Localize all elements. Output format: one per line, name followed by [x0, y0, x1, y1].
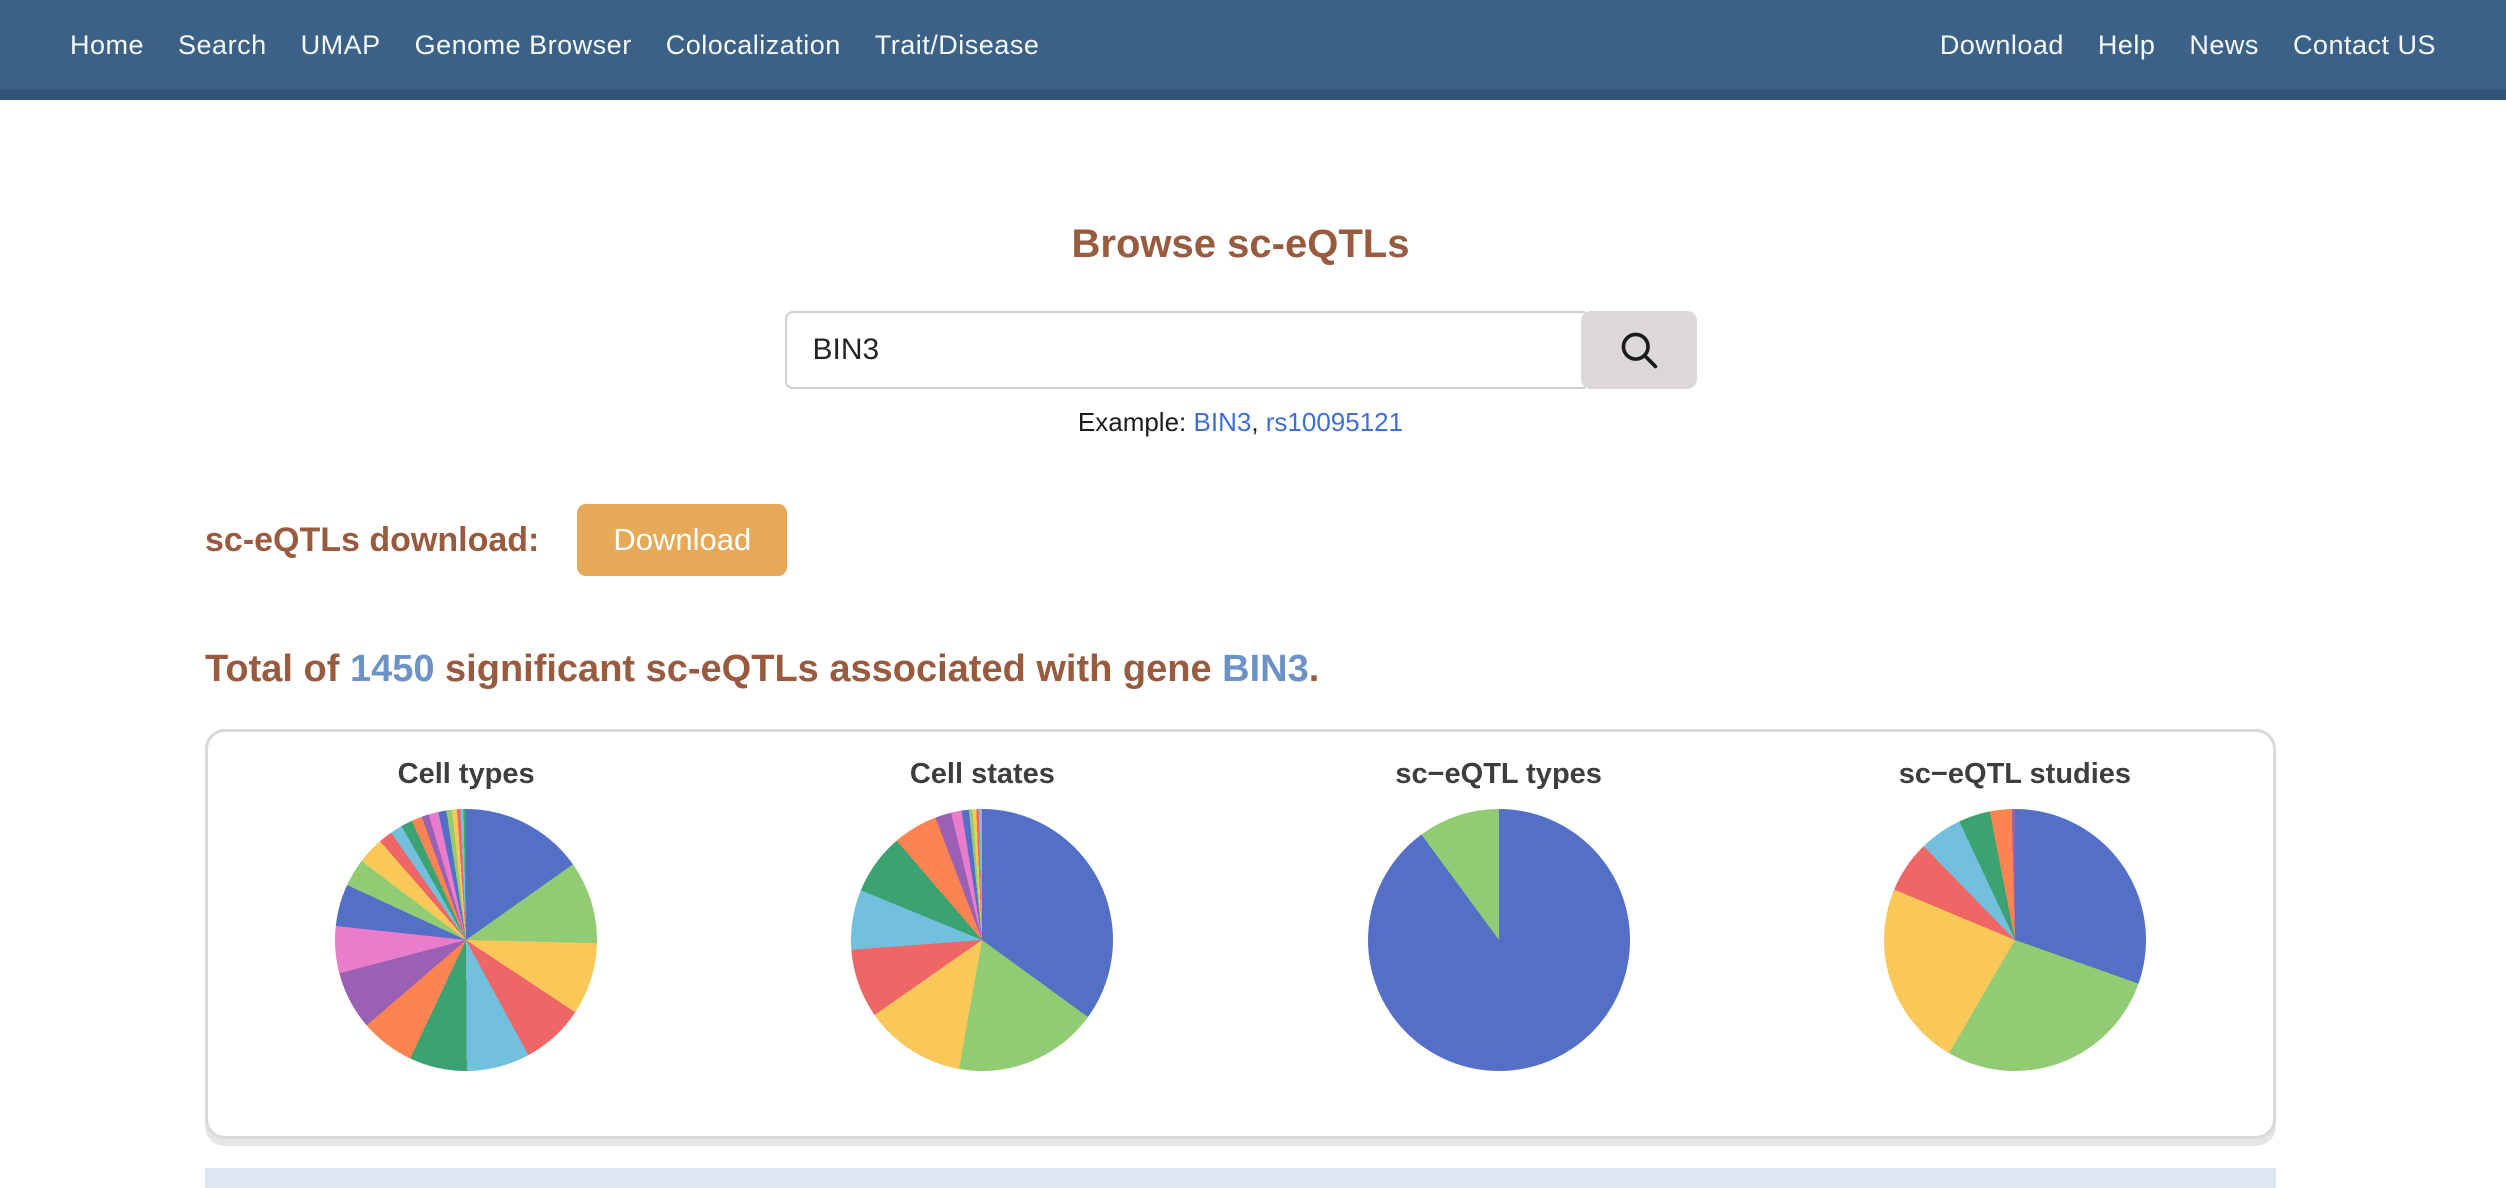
pie-chart	[851, 809, 1114, 1071]
navbar-right-links: Download Help News Contact US	[1940, 30, 2436, 61]
nav-item-news[interactable]: News	[2189, 29, 2259, 60]
navbar-left-links: Home Search UMAP Genome Browser Colocalizati…	[70, 30, 1039, 61]
pie-chart	[1883, 809, 2146, 1071]
summary-count: 1450	[349, 648, 435, 690]
nav-item-colocalization[interactable]: Colocalization	[665, 29, 841, 60]
pie-charts-panel: Cell types Cell states sc−eQTL types sc−eQT…	[205, 729, 2276, 1139]
top-navbar: Home Search UMAP Genome Browser Colocalizati…	[0, 0, 2506, 100]
search-bar	[205, 311, 2276, 389]
example-prefix: Example:	[1077, 407, 1194, 437]
pie-chart-title: sc−eQTL types	[1395, 758, 1602, 790]
summary-prefix: Total of	[205, 648, 350, 690]
summary-gene: BIN3	[1222, 648, 1309, 690]
nav-item-umap[interactable]: UMAP	[300, 29, 381, 60]
nav-item-contact-us[interactable]: Contact US	[2292, 29, 2436, 60]
pie-chart-title: Cell states	[909, 758, 1055, 790]
nav-item-genome-browser[interactable]: Genome Browser	[414, 29, 632, 60]
search-button[interactable]	[1580, 311, 1697, 389]
download-button[interactable]: Download	[577, 504, 788, 576]
pie-chart-cell: Cell types	[208, 732, 724, 1136]
nav-item-search[interactable]: Search	[178, 29, 267, 60]
download-row: sc-eQTLs download: Download	[205, 504, 2276, 576]
nav-item-download[interactable]: Download	[1939, 29, 2064, 60]
nav-item-help[interactable]: Help	[2097, 29, 2156, 60]
pie-chart-cell: Cell states	[724, 732, 1240, 1136]
example-separator: ,	[1251, 407, 1266, 437]
example-link-gene[interactable]: BIN3	[1193, 407, 1252, 437]
page-title: Browse sc-eQTLs	[1071, 222, 1410, 266]
pie-chart-title: Cell types	[397, 758, 535, 790]
example-link-snp[interactable]: rs10095121	[1265, 407, 1404, 437]
pie-chart-title: sc−eQTL studies	[1898, 758, 2132, 790]
table-header-partial-strip	[205, 1168, 2276, 1188]
pie-chart-cell: sc−eQTL types	[1241, 732, 1757, 1136]
download-label: sc-eQTLs download:	[205, 520, 540, 559]
summary-middle: significant sc-eQTLs associated with gen…	[434, 648, 1223, 690]
example-line: Example: BIN3, rs10095121	[205, 407, 2276, 438]
main-content: Browse sc-eQTLs Example: BIN3, rs1009512…	[205, 222, 2276, 1139]
summary-period: .	[1308, 648, 1320, 690]
search-input[interactable]	[784, 311, 1585, 389]
nav-item-home[interactable]: Home	[70, 29, 145, 60]
summary-line: Total of 1450 significant sc-eQTLs assoc…	[205, 648, 2276, 691]
pie-chart-cell: sc−eQTL studies	[1757, 732, 2273, 1136]
pie-chart	[1367, 809, 1630, 1071]
pie-chart	[335, 809, 598, 1071]
search-icon	[1616, 327, 1662, 373]
nav-item-trait-disease[interactable]: Trait/Disease	[874, 29, 1040, 60]
